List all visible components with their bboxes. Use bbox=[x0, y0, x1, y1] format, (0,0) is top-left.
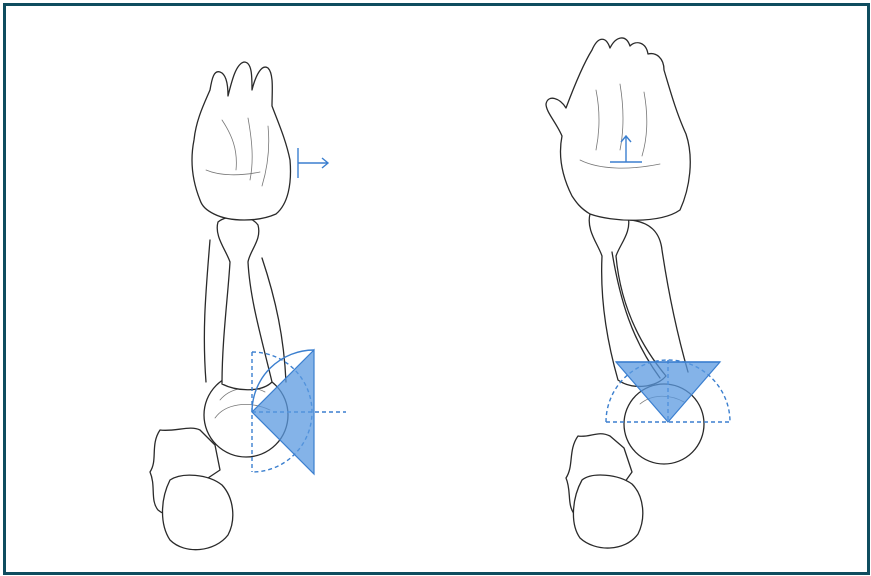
right-humerus bbox=[589, 208, 666, 386]
right-hand bbox=[546, 38, 690, 220]
left-acromion bbox=[163, 475, 233, 550]
left-direction-arrow-icon bbox=[298, 148, 328, 178]
right-arm-drawing bbox=[546, 38, 704, 548]
left-hand bbox=[192, 62, 290, 220]
left-humerus bbox=[217, 216, 272, 389]
left-arm-drawing bbox=[150, 62, 290, 550]
right-acromion bbox=[573, 475, 642, 548]
